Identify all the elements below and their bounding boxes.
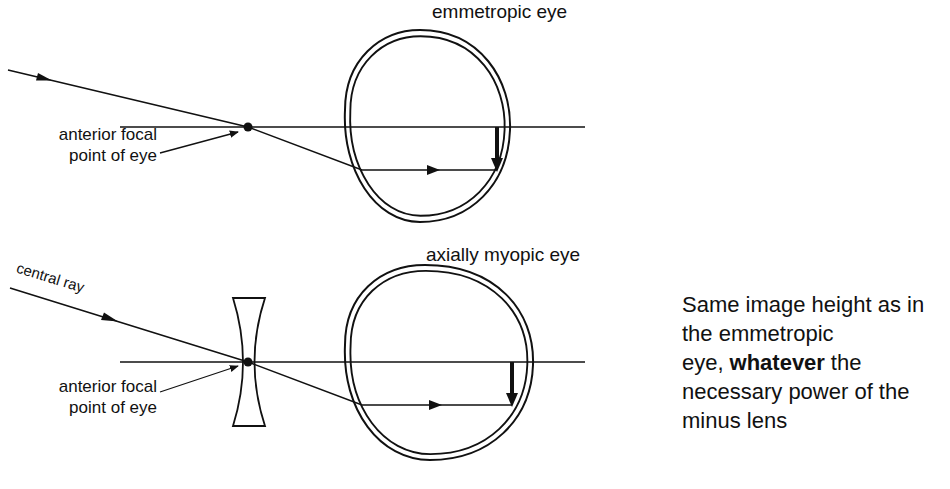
optical-axis [120, 126, 585, 128]
figure-title: emmetropic eye [432, 0, 592, 24]
retinal-image [510, 362, 514, 395]
leader-line [160, 366, 238, 392]
retinal-image [495, 127, 499, 160]
emmetropic-eye [345, 30, 510, 222]
ray-arrowhead [429, 400, 442, 410]
minus-lens [233, 298, 265, 426]
focal-point-label: anterior focal point of eye [22, 124, 157, 167]
retinal-image-head [506, 393, 518, 407]
ray-arrowhead [101, 313, 118, 322]
ray-arrowhead [427, 165, 440, 175]
figure-title: axially myopic eye [426, 243, 616, 267]
ray [8, 70, 497, 170]
focal-point [244, 123, 253, 132]
focal-point-label: anterior focal point of eye [22, 376, 157, 419]
retinal-image-head [491, 158, 503, 172]
ray-arrowhead [36, 73, 52, 81]
note: Same image height as in the emmetropic e… [682, 290, 946, 435]
focal-point [244, 358, 253, 367]
leader-line [160, 132, 238, 153]
optical-axis [120, 361, 585, 363]
note-emphasis: whatever [730, 350, 825, 375]
ray-label: central ray [14, 259, 125, 309]
